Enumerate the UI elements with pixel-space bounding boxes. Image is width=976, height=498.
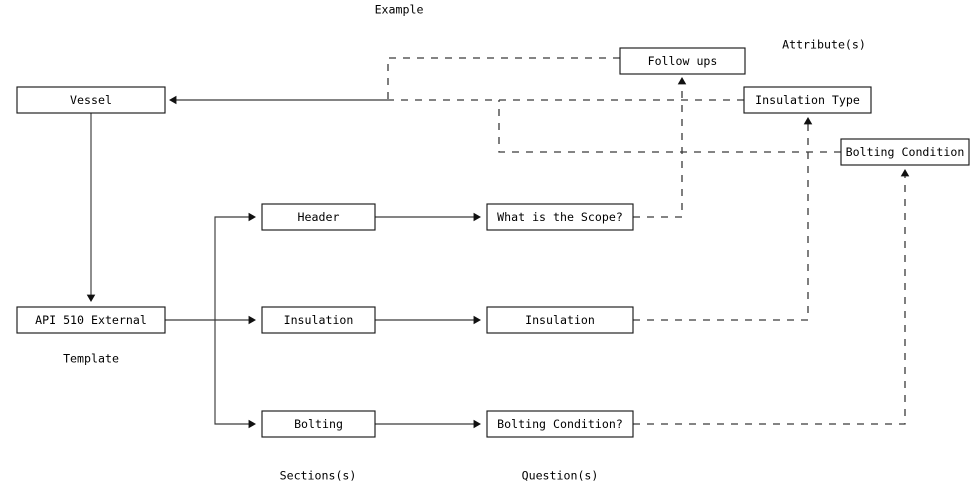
node-box-bolting-condition xyxy=(840,138,970,166)
arrowhead-template-to-bolting xyxy=(248,419,256,429)
arrowhead-template-to-sections-trunk xyxy=(248,212,256,222)
edges-layer xyxy=(90,57,906,425)
group-label-attribute: Attribute(s) xyxy=(782,38,866,52)
edge-bolting-condition-to-vessel-dashed xyxy=(498,100,841,153)
node-bolting-condition[interactable]: Bolting Condition xyxy=(840,138,970,166)
node-question-scope[interactable]: What is the Scope? xyxy=(486,203,634,231)
edge-scope-to-follow-ups-dashed xyxy=(633,80,683,218)
node-box-vessel xyxy=(16,86,166,114)
arrowhead-scope-to-follow-ups-dashed xyxy=(677,77,687,85)
edge-bolting-q-to-condition-dashed xyxy=(633,172,906,425)
group-label-example: Example xyxy=(375,3,424,17)
node-box-api-510-external xyxy=(16,306,166,334)
node-insulation-type[interactable]: Insulation Type xyxy=(743,86,872,114)
arrowhead-bolting-q-to-condition-dashed xyxy=(900,169,910,177)
group-label-questions: Question(s) xyxy=(522,469,599,483)
arrowhead-header-to-scope xyxy=(473,212,481,222)
node-box-section-insulation xyxy=(261,306,376,334)
edge-template-to-sections-trunk xyxy=(165,216,253,321)
arrowhead-vessel-to-template xyxy=(86,294,96,302)
arrowhead-bolting-to-bolting-condition xyxy=(473,419,481,429)
arrowhead-template-to-insulation xyxy=(248,315,256,325)
node-box-question-bolting xyxy=(486,410,634,438)
node-box-section-header xyxy=(261,203,376,231)
arrowhead-insulation-q-to-type-dashed xyxy=(803,117,813,125)
node-label-api-510-external: API 510 External xyxy=(35,313,147,327)
node-vessel[interactable]: Vessel xyxy=(16,86,166,114)
node-label-insulation-type: Insulation Type xyxy=(755,93,860,107)
node-label-question-scope: What is the Scope? xyxy=(497,210,623,224)
node-question-bolting[interactable]: Bolting Condition? xyxy=(486,410,634,438)
node-label-question-bolting: Bolting Condition? xyxy=(497,417,623,431)
node-follow-ups[interactable]: Follow ups xyxy=(619,47,746,75)
node-box-question-scope xyxy=(486,203,634,231)
node-section-header[interactable]: Header xyxy=(261,203,376,231)
node-api-510-external[interactable]: API 510 External xyxy=(16,306,166,334)
node-label-bolting-condition: Bolting Condition xyxy=(846,145,965,159)
arrowhead-insulation-to-insulation xyxy=(473,315,481,325)
node-question-insulation[interactable]: Insulation xyxy=(486,306,634,334)
edge-insulation-q-to-type-dashed xyxy=(633,120,809,321)
node-section-bolting[interactable]: Bolting xyxy=(261,410,376,438)
node-label-question-insulation: Insulation xyxy=(525,313,595,327)
arrowheads-layer xyxy=(86,77,910,429)
node-box-question-insulation xyxy=(486,306,634,334)
node-box-follow-ups xyxy=(619,47,746,75)
node-label-vessel: Vessel xyxy=(70,93,112,107)
node-label-section-header: Header xyxy=(298,210,340,224)
node-label-section-bolting: Bolting xyxy=(294,417,343,431)
node-section-insulation[interactable]: Insulation xyxy=(261,306,376,334)
edge-template-to-bolting xyxy=(214,320,253,425)
edge-follow-ups-to-vessel-dashed xyxy=(387,57,620,100)
node-label-follow-ups: Follow ups xyxy=(648,54,718,68)
group-label-sections: Sections(s) xyxy=(280,469,357,483)
arrowhead-attributes-to-vessel xyxy=(169,95,177,105)
node-box-section-bolting xyxy=(261,410,376,438)
node-box-insulation-type xyxy=(743,86,872,114)
group-label-template: Template xyxy=(63,352,119,366)
node-label-section-insulation: Insulation xyxy=(284,313,354,327)
